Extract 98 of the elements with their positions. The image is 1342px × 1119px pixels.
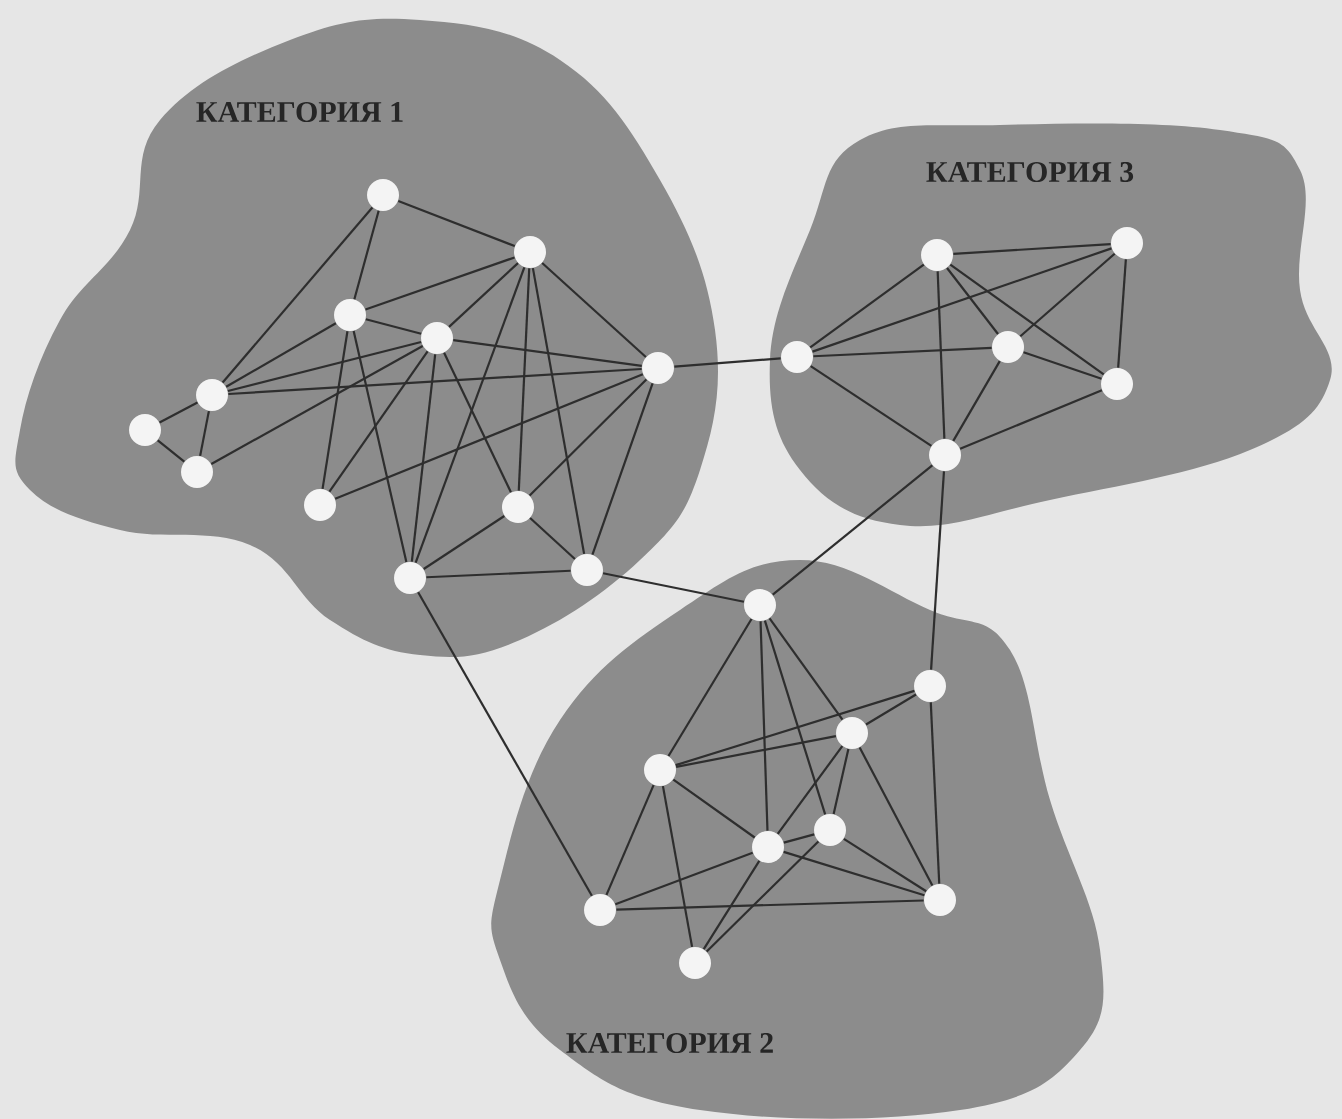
connecting-line <box>443 352 512 493</box>
network-node <box>196 379 228 411</box>
connecting-line <box>605 784 655 896</box>
connecting-line <box>674 357 781 368</box>
category-region: КАТЕГОРИЯ 2 <box>491 560 1104 1119</box>
connecting-line <box>423 515 505 570</box>
connecting-line <box>946 267 999 335</box>
connecting-line <box>772 464 933 596</box>
connecting-line <box>810 365 932 447</box>
connecting-line <box>776 745 844 835</box>
connecting-line <box>353 210 380 300</box>
connecting-line <box>199 410 210 457</box>
connecting-line <box>225 322 337 388</box>
network-node <box>914 670 946 702</box>
connecting-line <box>667 618 753 757</box>
network-node <box>679 947 711 979</box>
network-node <box>992 331 1024 363</box>
network-node <box>584 894 616 926</box>
network-node <box>781 341 813 373</box>
network-node <box>334 299 366 331</box>
connecting-line <box>672 778 756 839</box>
connecting-line <box>397 199 516 248</box>
network-node <box>181 456 213 488</box>
connecting-line <box>705 840 820 953</box>
connecting-line <box>365 256 515 311</box>
connecting-line <box>1019 252 1116 338</box>
connecting-line <box>531 267 586 555</box>
network-node <box>836 717 868 749</box>
connecting-line <box>952 360 1001 442</box>
network-node <box>921 239 953 271</box>
connecting-line <box>832 748 850 815</box>
connecting-line <box>517 268 531 491</box>
connecting-line <box>675 689 915 767</box>
connecting-line <box>768 617 844 721</box>
network-node <box>744 589 776 621</box>
connecting-line <box>157 439 185 463</box>
connecting-line <box>614 851 754 906</box>
network-node <box>367 179 399 211</box>
network-node <box>421 322 453 354</box>
connecting-line <box>410 354 437 562</box>
connecting-line <box>328 350 429 493</box>
connecting-line <box>321 331 349 489</box>
connecting-line <box>702 860 761 950</box>
network-node <box>752 831 784 863</box>
network-node <box>129 414 161 446</box>
network-node <box>929 439 961 471</box>
network-node <box>571 554 603 586</box>
connecting-line <box>228 367 642 396</box>
connecting-line <box>661 785 694 948</box>
connecting-line <box>929 702 941 884</box>
connecting-line <box>221 206 374 384</box>
network-node <box>1111 227 1143 259</box>
connecting-line <box>426 569 571 579</box>
connecting-line <box>783 850 925 897</box>
connecting-line <box>227 340 422 393</box>
connecting-line <box>334 373 644 500</box>
connecting-line <box>809 263 925 349</box>
connecting-line <box>783 833 815 844</box>
category-region: КАТЕГОРИЯ 3 <box>769 123 1332 527</box>
connecting-line <box>936 271 946 439</box>
connecting-line <box>813 346 992 358</box>
connecting-line <box>602 572 745 603</box>
connecting-line <box>763 620 827 815</box>
connecting-line <box>417 591 593 897</box>
connecting-line <box>365 318 422 335</box>
connecting-line <box>616 899 924 911</box>
connecting-line <box>675 735 837 768</box>
connecting-line <box>949 263 1105 376</box>
connecting-line <box>453 339 642 367</box>
connecting-line <box>210 345 424 465</box>
connecting-line <box>528 378 648 497</box>
connecting-line <box>930 471 946 670</box>
category-region: КАТЕГОРИЯ 1 <box>15 18 718 657</box>
network-node <box>814 814 846 846</box>
connecting-line <box>541 262 647 358</box>
connecting-line <box>159 401 198 424</box>
connecting-line <box>414 267 526 563</box>
connecting-line <box>759 621 769 831</box>
connecting-line <box>865 693 917 726</box>
connecting-line <box>529 517 576 560</box>
connecting-line <box>1023 351 1102 380</box>
connecting-line <box>843 837 927 893</box>
connecting-line <box>1117 259 1127 368</box>
connecting-line <box>812 247 1112 353</box>
network-node <box>642 352 674 384</box>
network-node <box>1101 368 1133 400</box>
connecting-line <box>959 389 1103 450</box>
network-node <box>514 236 546 268</box>
network-node <box>394 562 426 594</box>
connecting-line <box>352 330 408 563</box>
connecting-line <box>953 242 1111 256</box>
network-node <box>304 489 336 521</box>
connecting-line <box>858 747 934 886</box>
network-node <box>502 491 534 523</box>
network-node <box>644 754 676 786</box>
network-node <box>924 884 956 916</box>
connecting-line <box>591 383 654 555</box>
connecting-line <box>448 262 519 328</box>
